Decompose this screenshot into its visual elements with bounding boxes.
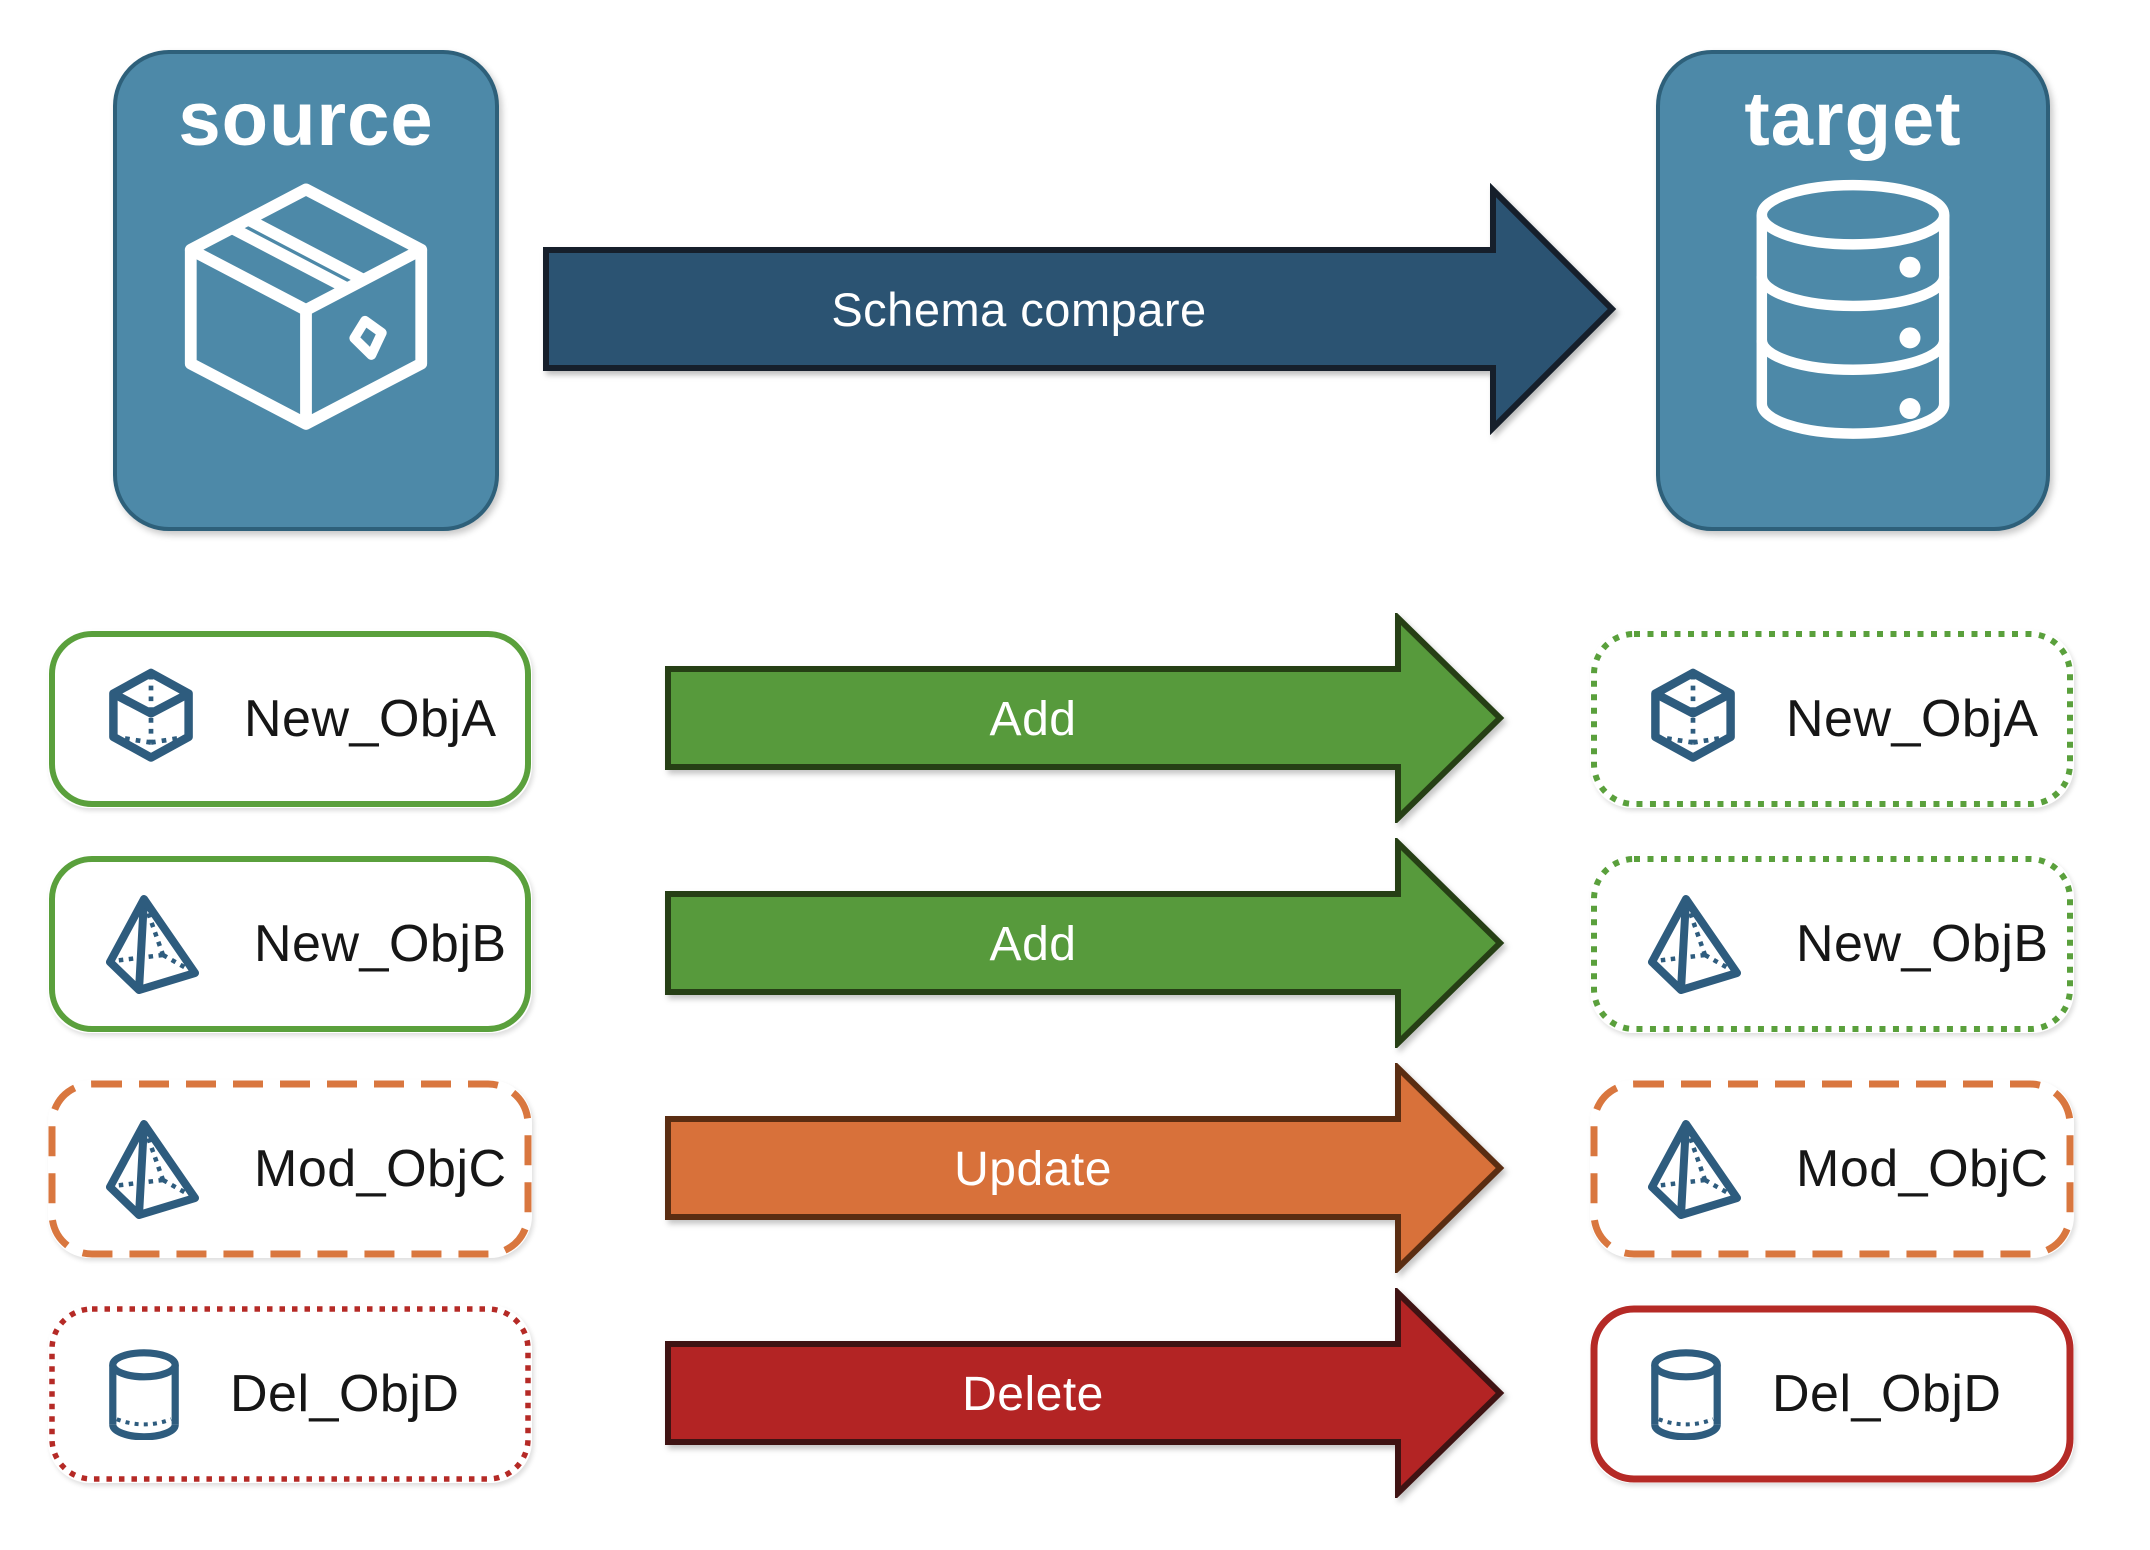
box-border-dashed-orange (1590, 1080, 2074, 1258)
cylinder-icon (1646, 1345, 1726, 1443)
add-arrow-row-1 (665, 613, 1505, 823)
source-object-del-objd: Del_ObjD (48, 1305, 532, 1483)
object-label: Mod_ObjC (254, 1140, 507, 1198)
arrow-label-delete: Delete (962, 1367, 1104, 1421)
target-object-new-obja: New_ObjA (1590, 630, 2074, 808)
arrow-label-add: Add (989, 692, 1077, 746)
object-label: Del_ObjD (230, 1365, 460, 1423)
box-border-solid-red (1590, 1305, 2074, 1483)
add-arrow-row-2 (665, 838, 1505, 1048)
package-icon (172, 176, 440, 444)
box-border-solid-green (49, 631, 531, 807)
schema-compare-arrow (543, 183, 1617, 435)
box-border-dotted-green (1591, 631, 2073, 807)
cube-icon (104, 666, 198, 772)
source-object-new-objb: New_ObjB (48, 855, 532, 1033)
pyramid-icon (1646, 1119, 1750, 1219)
source-panel-title: source (178, 77, 434, 162)
cylinder-icon (104, 1345, 184, 1443)
box-border-solid-green (49, 856, 531, 1032)
source-object-new-obja: New_ObjA (48, 630, 532, 808)
target-object-new-objb: New_ObjB (1590, 855, 2074, 1033)
source-object-mod-objc: Mod_ObjC (48, 1080, 532, 1258)
cube-icon (1646, 666, 1740, 772)
delete-arrow (665, 1288, 1505, 1498)
object-label: New_ObjB (254, 915, 507, 973)
schema-compare-label: Schema compare (831, 282, 1207, 336)
pyramid-icon (1646, 894, 1750, 994)
target-panel: target (1656, 50, 2050, 531)
box-border-dashed-orange (48, 1080, 532, 1258)
database-icon (1739, 176, 1967, 445)
object-label: New_ObjB (1796, 915, 2049, 973)
box-border-dotted-green (1591, 856, 2073, 1032)
pyramid-icon (104, 1119, 208, 1219)
target-panel-title: target (1744, 77, 1962, 162)
target-object-del-objd: Del_ObjD (1590, 1305, 2074, 1483)
pyramid-icon (104, 894, 208, 994)
box-border-dotted-red (49, 1306, 531, 1482)
object-label: Mod_ObjC (1796, 1140, 2049, 1198)
object-label: New_ObjA (244, 690, 497, 748)
arrow-label-update: Update (954, 1142, 1112, 1196)
target-object-mod-objc: Mod_ObjC (1590, 1080, 2074, 1258)
update-arrow (665, 1063, 1505, 1273)
source-panel: source (113, 50, 499, 531)
object-label: New_ObjA (1786, 690, 2039, 748)
object-label: Del_ObjD (1772, 1365, 2002, 1423)
arrow-label-add: Add (989, 917, 1077, 971)
